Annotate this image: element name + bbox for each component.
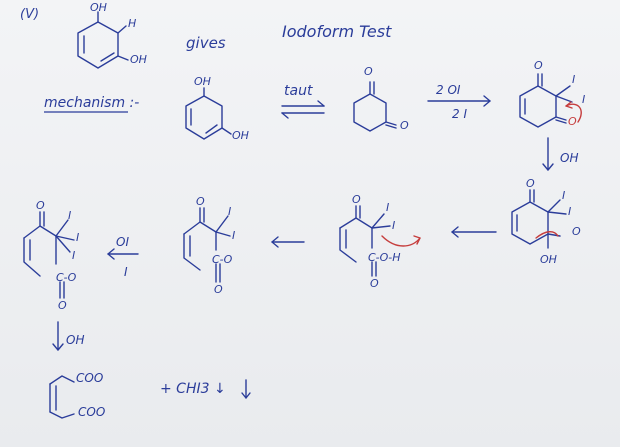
diiodo-ring [519,73,573,128]
c-o-minus-label: C-O [56,271,77,284]
i-label: I [76,231,80,244]
c-o-h-label: C-O-H [368,251,401,264]
o-label: O [36,199,45,212]
o-label: O [370,277,379,290]
i-label: I [582,93,586,106]
o-label: O [568,115,577,128]
i-label: I [392,219,396,232]
diketone-ring [353,81,397,132]
oh-label: OH [232,129,249,142]
reagent-top-label: 2 OI [436,83,461,97]
gives-text: gives [186,34,226,52]
i-label: I [386,201,390,214]
arrow-push-2 [535,231,559,239]
i-label: I [72,249,76,262]
o-label: O [572,225,581,238]
o-label: O [58,299,67,312]
h-label: H [128,17,137,30]
reactant-ring [77,11,129,69]
o-label: O [534,59,543,72]
item-label: (V) [20,7,40,22]
c-o-minus-label: C-O [212,253,233,266]
o-label: O [214,283,223,296]
reagent-left-top-label: OI [116,235,129,249]
reagent-bottom-label: 2 I [452,107,467,121]
o-label: O [400,119,409,132]
oh-label: OH [90,1,107,14]
tautomer-arrows [281,100,325,119]
phenol-ring [185,87,232,140]
coo-bottom-label: COO [78,405,106,419]
base-1-label: OH [560,151,579,165]
i-label: I [562,189,566,202]
i-label: I [232,229,236,242]
i-label: I [228,205,232,218]
taut-label: taut [284,83,313,99]
o-label: O [196,195,205,208]
mechanism-label: mechanism :- [44,95,140,111]
coo-top-label: COO [76,371,104,385]
i-label: I [68,209,72,222]
acid-intermediate [183,207,231,283]
byproduct-text: + CHI3 ↓ [160,381,226,397]
test-name-text: Iodoform Test [282,22,392,41]
oh-label: OH [540,253,557,266]
base-2-label: OH [66,333,85,347]
arrow-push-1 [565,103,582,123]
arrow-push-3 [381,235,421,247]
i-label: I [568,205,572,218]
o-label: O [526,177,535,190]
ring-open-intermediate [339,205,391,277]
dicarboxylate-product [49,375,75,419]
o-label: O [364,65,373,78]
o-label: O [352,193,361,206]
triiodo-intermediate [23,211,75,299]
i-label: I [572,73,576,86]
oh-label: OH [194,75,211,88]
adduct-ring [511,189,567,249]
reagent-left-bottom-label: I [124,265,128,279]
oh-label: OH [130,53,147,66]
